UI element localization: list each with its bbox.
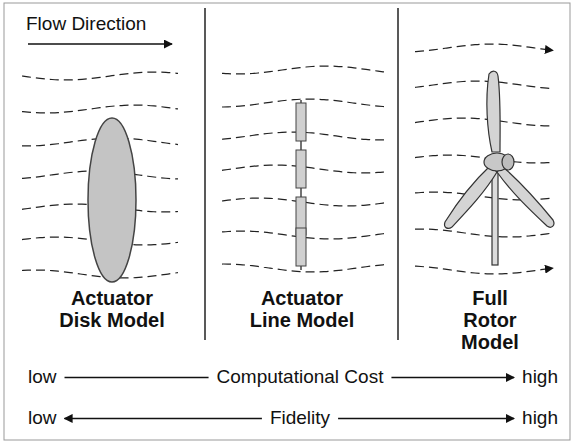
- frame: [4, 3, 570, 440]
- divider: [204, 8, 206, 340]
- streamline: [415, 81, 553, 89]
- streamline: [415, 44, 553, 52]
- streamline: [222, 66, 384, 74]
- streamline: [415, 266, 553, 274]
- streamline: [22, 72, 178, 80]
- scale-label: Fidelity: [270, 408, 330, 429]
- scale-arrow: [338, 418, 514, 420]
- streamline: [415, 229, 553, 237]
- scale-arrow: [391, 377, 514, 379]
- scale-arrow: [65, 418, 262, 420]
- streamline: [415, 118, 553, 126]
- divider: [397, 8, 399, 340]
- scale-arrow: [65, 377, 209, 379]
- actuator-line: [296, 100, 306, 270]
- wind-turbine: [445, 71, 554, 265]
- scale-label: low: [28, 367, 57, 388]
- scale-label: Computational Cost: [217, 367, 384, 388]
- model-label: Full Rotor Model: [447, 287, 533, 353]
- actuator-disk: [88, 118, 136, 282]
- scale-label: high: [522, 367, 558, 388]
- scale-label: low: [28, 408, 57, 429]
- model-label: Actuator Line Model: [241, 287, 363, 331]
- streamline: [22, 105, 178, 113]
- flow-label: Flow Direction: [26, 14, 146, 35]
- model-label: Actuator Disk Model: [51, 287, 173, 331]
- scale-label: high: [522, 408, 558, 429]
- flow-arrow: [28, 43, 172, 45]
